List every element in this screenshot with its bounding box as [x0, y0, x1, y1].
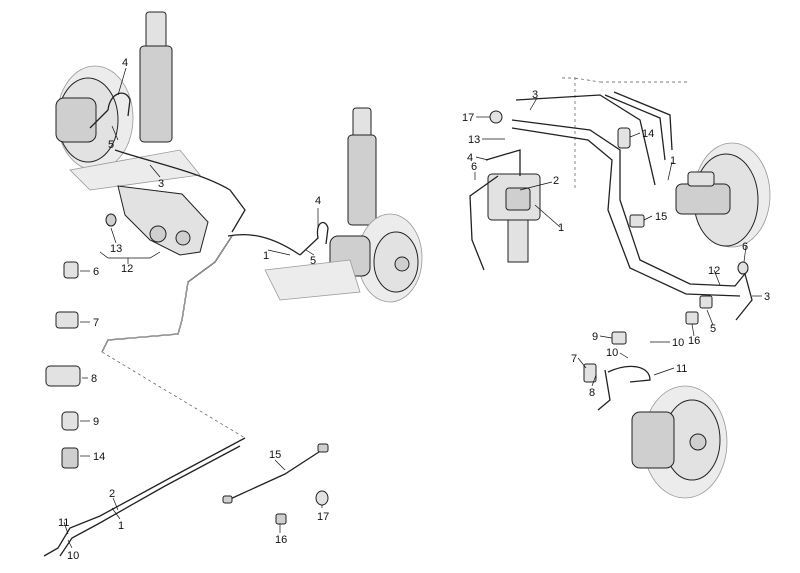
callout-2: 2 [553, 175, 559, 187]
callout-11: 11 [58, 517, 69, 529]
callout-16: 16 [275, 534, 287, 546]
callout-4: 4 [467, 152, 473, 164]
callout-15: 15 [269, 449, 281, 461]
master-cylinder-abs-assembly [469, 77, 771, 321]
callout-9: 9 [592, 331, 598, 343]
callout-5: 5 [310, 255, 316, 267]
callout-12: 12 [708, 265, 720, 277]
front-right-brake-assembly [227, 107, 423, 303]
callout-3: 3 [764, 291, 770, 303]
callout-6: 6 [93, 266, 99, 278]
callout-12: 12 [121, 263, 133, 275]
callout-2: 2 [109, 488, 115, 500]
callout-leaders [63, 67, 762, 549]
callout-10: 10 [67, 550, 79, 562]
front-left-brake-assembly [55, 11, 246, 256]
callout-numbers: 4 5 3 13 12 6 7 8 9 14 4 1 5 15 17 16 2 … [58, 57, 770, 562]
callout-8: 8 [91, 373, 97, 385]
callout-1: 1 [670, 155, 676, 167]
callout-3: 3 [532, 89, 538, 101]
callout-1: 1 [263, 250, 269, 262]
callout-15: 15 [655, 211, 667, 223]
callout-6: 6 [742, 241, 748, 253]
callout-17: 17 [462, 112, 474, 124]
brake-pipe-run [43, 235, 329, 557]
callout-1: 1 [118, 520, 124, 532]
callout-11: 11 [676, 363, 687, 375]
callout-6: 6 [471, 161, 477, 173]
callout-8: 8 [589, 387, 595, 399]
callout-14: 14 [93, 451, 105, 463]
fastener-parts-column [45, 261, 81, 469]
callout-9: 9 [93, 416, 99, 428]
callout-3: 3 [158, 178, 164, 190]
callout-10: 10 [672, 337, 684, 349]
callout-10: 10 [606, 347, 618, 359]
callout-5: 5 [710, 323, 716, 335]
callout-7: 7 [571, 353, 577, 365]
callout-4: 4 [122, 57, 128, 69]
callout-7: 7 [93, 317, 99, 329]
callout-13: 13 [110, 243, 122, 255]
callout-16: 16 [688, 335, 700, 347]
callout-13: 13 [468, 134, 480, 146]
callout-5: 5 [108, 139, 114, 151]
callout-17: 17 [317, 511, 329, 523]
callout-4: 4 [315, 195, 321, 207]
callout-14: 14 [642, 128, 654, 140]
callout-1: 1 [558, 222, 564, 234]
rear-right-brake-assembly [583, 295, 728, 499]
